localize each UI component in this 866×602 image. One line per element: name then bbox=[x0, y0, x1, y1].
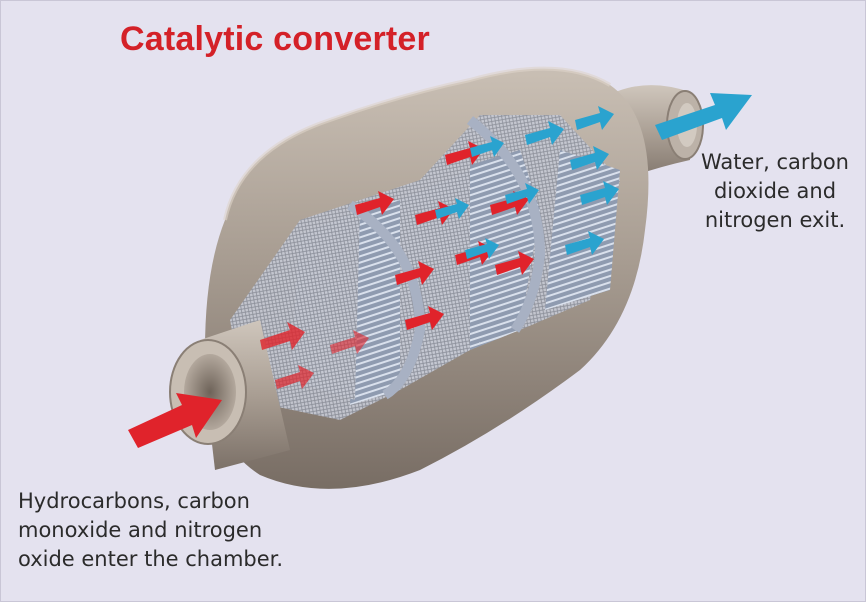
outlet-arrow bbox=[525, 121, 564, 145]
outlet-arrow bbox=[570, 146, 609, 170]
outlet-arrow bbox=[435, 198, 469, 219]
inlet-arrow-main bbox=[128, 393, 222, 448]
inlet-arrow bbox=[260, 322, 305, 350]
inlet-arrow bbox=[415, 201, 454, 225]
inlet-arrow bbox=[275, 365, 314, 389]
diagram-title: Catalytic converter bbox=[120, 20, 430, 58]
outlet-arrow bbox=[465, 238, 499, 259]
outlet-arrow bbox=[505, 183, 539, 204]
outlet-gas-arrows bbox=[435, 93, 752, 259]
inlet-arrow bbox=[330, 330, 369, 354]
outlet-arrow bbox=[575, 106, 614, 130]
inlet-arrow bbox=[495, 251, 534, 275]
exit-caption: Water, carbon dioxide and nitrogen exit. bbox=[701, 150, 849, 232]
inlet-arrow bbox=[405, 306, 444, 330]
enter-caption: Hydrocarbons, carbon monoxide and nitrog… bbox=[18, 489, 284, 571]
outlet-arrow bbox=[580, 181, 619, 205]
outlet-arrow bbox=[470, 136, 504, 157]
outlet-arrow bbox=[565, 231, 604, 255]
outlet-arrow-main bbox=[655, 93, 752, 140]
inlet-arrow bbox=[395, 261, 434, 285]
inlet-arrow bbox=[355, 191, 394, 215]
